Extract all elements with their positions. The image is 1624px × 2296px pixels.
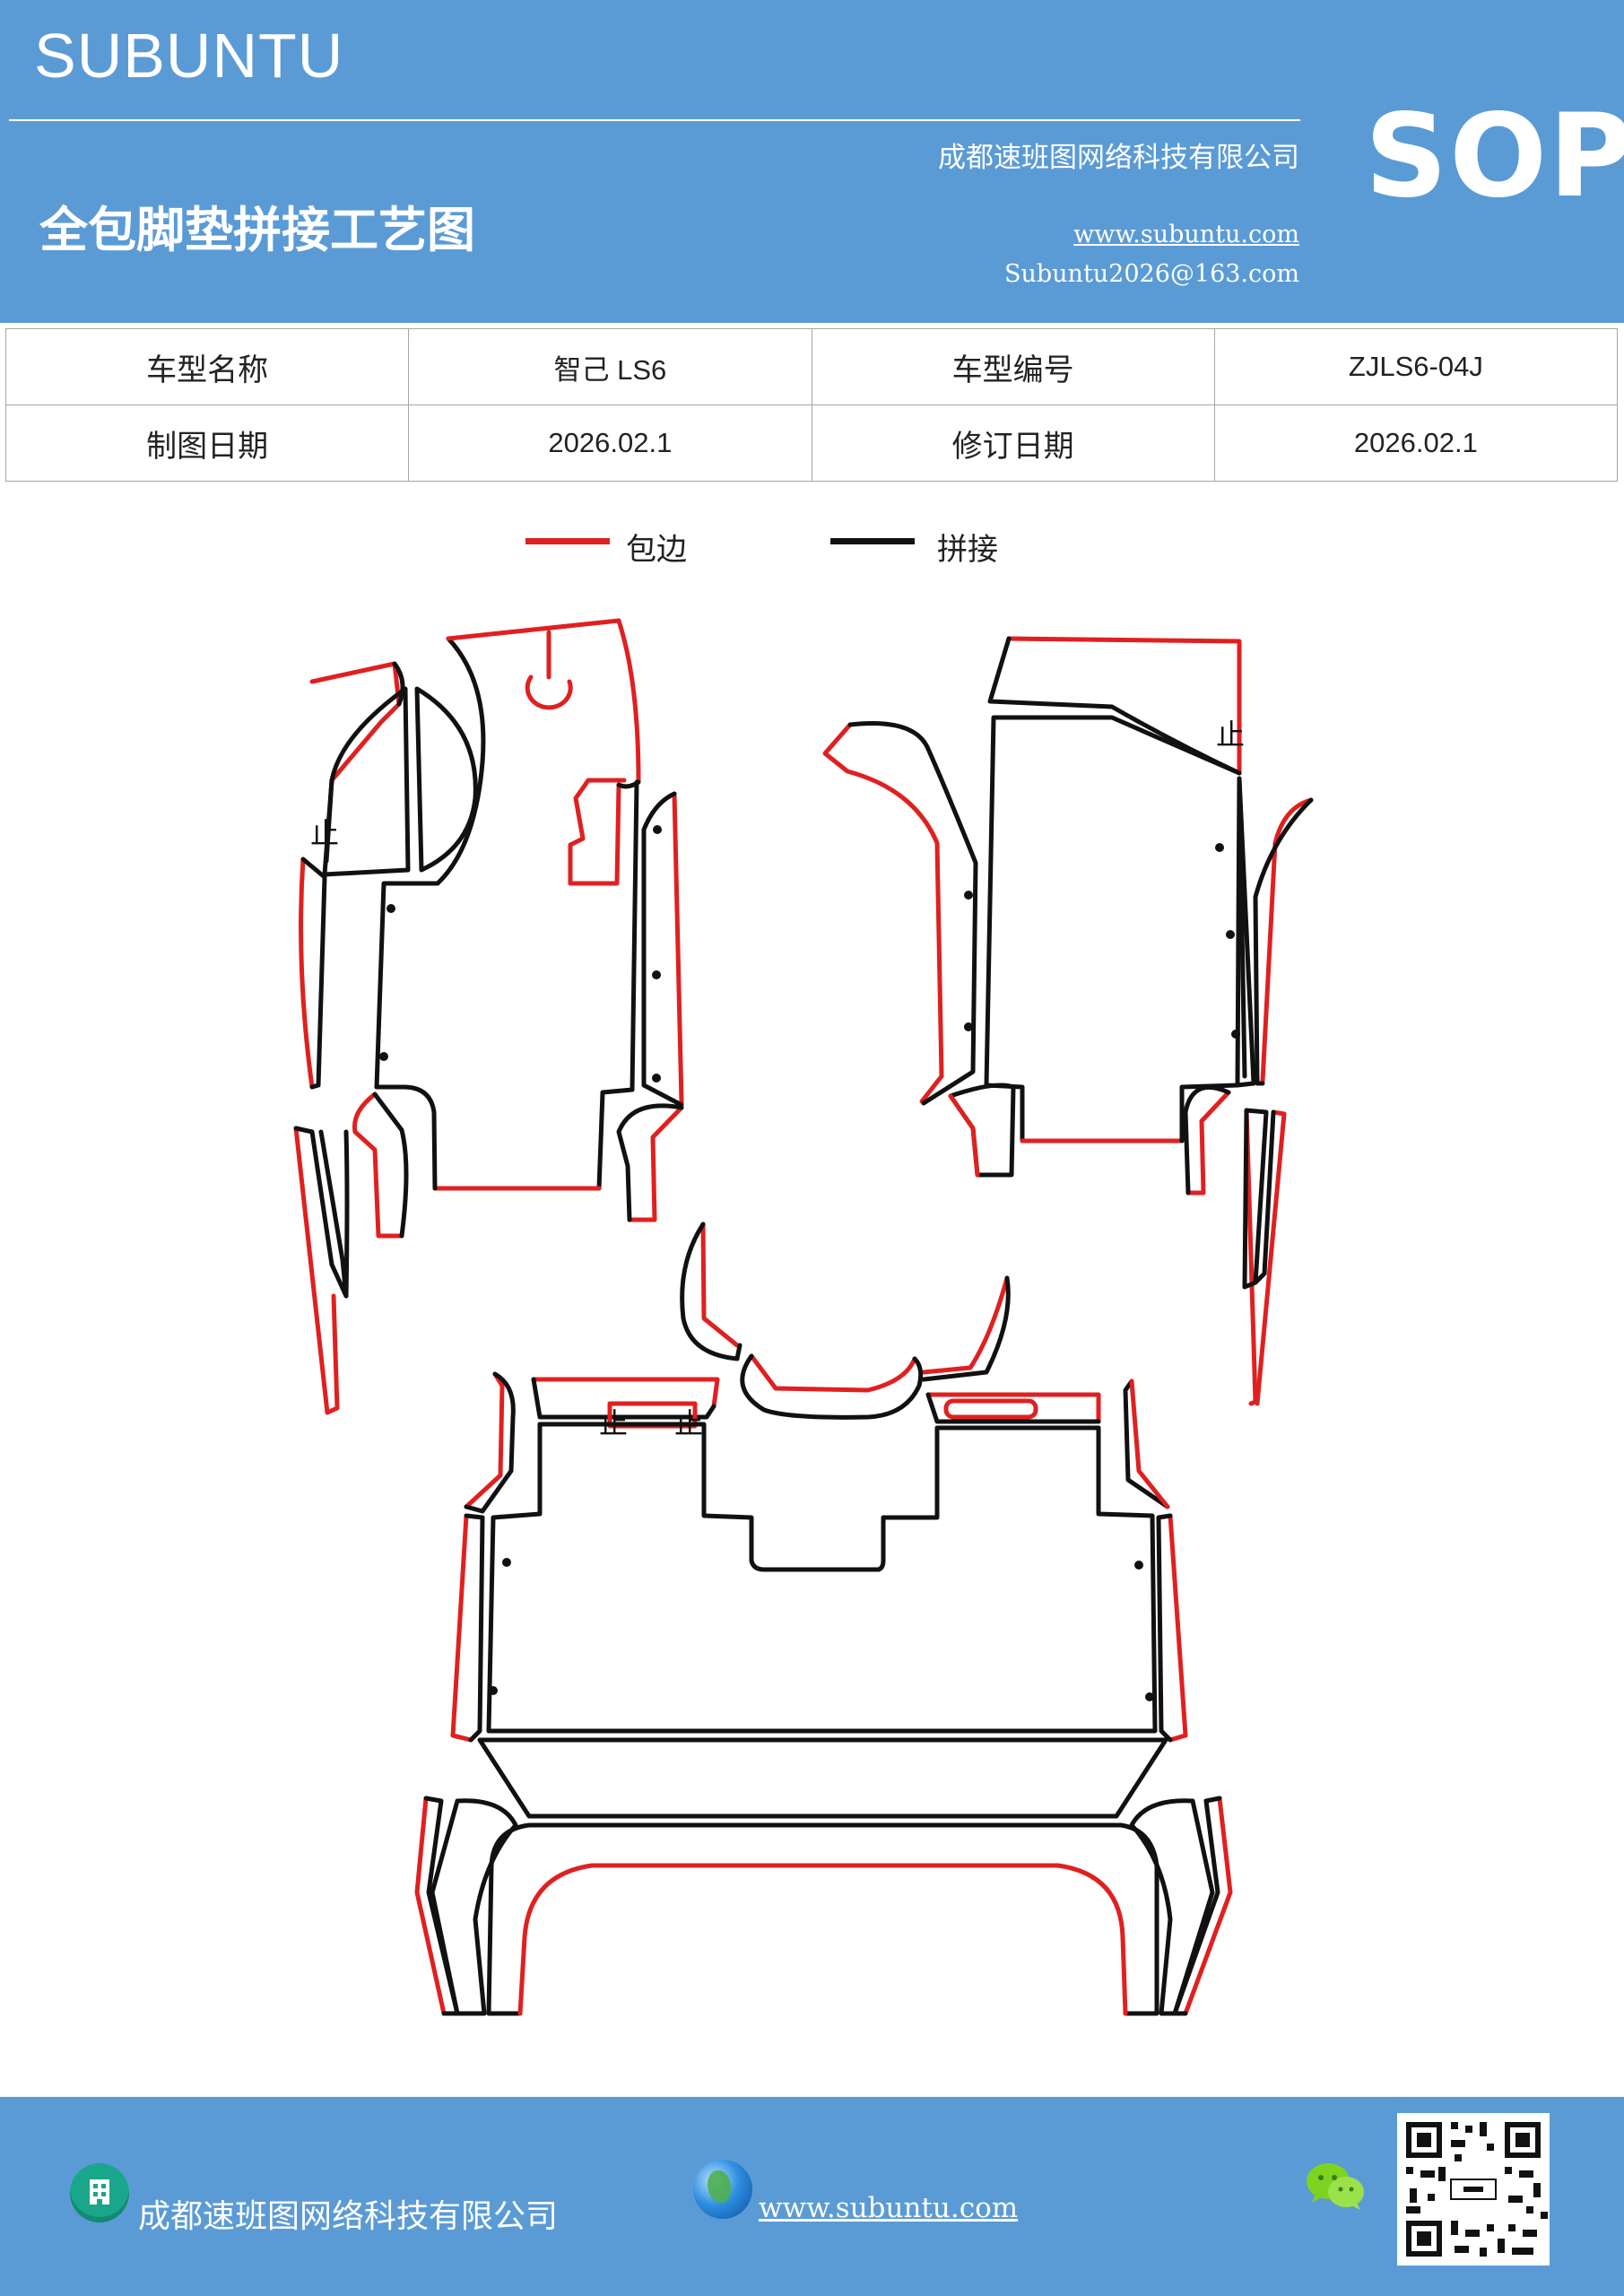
stop-mark: 止 — [1216, 718, 1245, 752]
website-link[interactable]: www.subuntu.com — [1073, 221, 1299, 248]
legend-label-seam: 拼接 — [937, 532, 998, 568]
page-title: 全包脚垫拼接工艺图 — [39, 201, 475, 258]
brand-name: SUBUNTU — [34, 21, 344, 91]
info-table: 车型名称 智己 LS6 车型编号 ZJLS6-04J 制图日期 2026.02.… — [4, 328, 1619, 482]
table-label: 制图日期 — [4, 404, 410, 482]
wechat-icon — [1305, 2160, 1368, 2213]
front-right-mat — [822, 636, 1314, 1406]
building-icon — [70, 2163, 129, 2222]
stop-mark: 止 — [674, 1406, 703, 1440]
table-value: ZJLS6-04J — [1213, 328, 1619, 405]
table-row: 车型名称 智己 LS6 车型编号 ZJLS6-04J — [4, 328, 1619, 405]
legend: 包边 拼接 — [0, 525, 1624, 570]
stop-mark: 止 — [310, 816, 339, 850]
table-row: 制图日期 2026.02.1 修订日期 2026.02.1 — [4, 404, 1619, 482]
globe-icon — [693, 2160, 752, 2219]
table-value: 智己 LS6 — [408, 328, 812, 405]
header-banner: SUBUNTU SOP 成都速班图网络科技有限公司 全包脚垫拼接工艺图 www.… — [0, 0, 1624, 323]
table-value: 2026.02.1 — [1213, 404, 1619, 482]
legend-label-binding: 包边 — [626, 532, 687, 568]
table-label: 修订日期 — [811, 404, 1215, 482]
footer-website-link[interactable]: www.subuntu.com — [759, 2192, 1019, 2224]
qr-code — [1397, 2113, 1550, 2266]
header-divider — [9, 119, 1300, 121]
table-label: 车型名称 — [4, 328, 410, 405]
email-address: Subuntu2026@163.com — [1004, 260, 1299, 288]
stop-mark: 止 — [599, 1406, 628, 1440]
footer-company-name: 成都速班图网络科技有限公司 — [138, 2198, 559, 2235]
table-label: 车型编号 — [811, 328, 1215, 405]
sop-badge: SOP — [1365, 90, 1624, 223]
footer-banner: 成都速班图网络科技有限公司 www.subuntu.com — [0, 2097, 1624, 2296]
table-value: 2026.02.1 — [408, 404, 812, 482]
front-left-mat — [293, 618, 684, 1415]
legend-swatch-seam — [830, 538, 915, 544]
floor-mat-diagram: 止 止 止 止 — [293, 618, 1314, 2016]
company-name: 成都速班图网络科技有限公司 — [938, 142, 1299, 174]
legend-swatch-binding — [525, 538, 610, 544]
rear-mat — [414, 1222, 1233, 2016]
